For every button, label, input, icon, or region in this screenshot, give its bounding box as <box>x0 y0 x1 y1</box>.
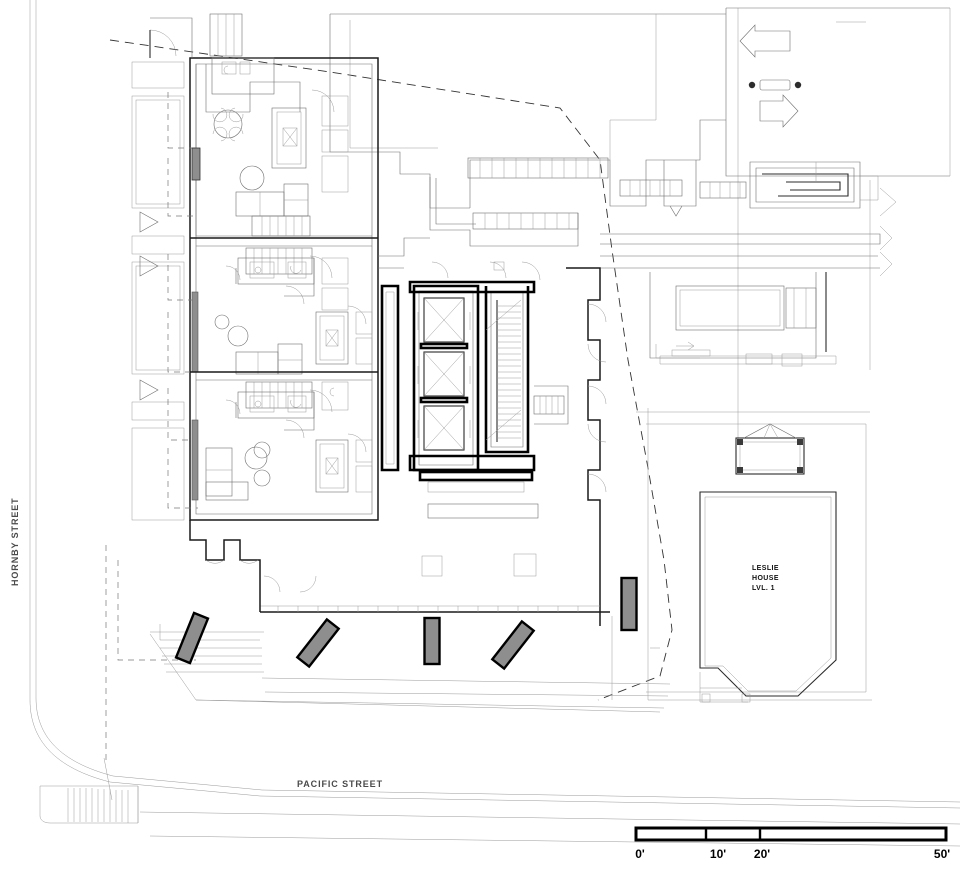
lane-divider-marker-icon <box>748 79 802 91</box>
elevator-3 <box>423 405 465 451</box>
property-line <box>105 39 673 760</box>
scale-tick-0: 0' <box>635 847 645 861</box>
curtain-wall-mullions <box>277 606 579 612</box>
scale-bar: 0' 10' 20' 50' <box>634 826 950 861</box>
east-amenity-room <box>649 180 871 370</box>
svg-text:HOUSE: HOUSE <box>752 575 779 582</box>
lane-arrow-west-icon <box>739 24 791 58</box>
leslie-house-porch <box>735 423 805 475</box>
bench-1 <box>174 611 210 665</box>
leslie-house <box>636 408 872 703</box>
bench-2 <box>295 617 341 669</box>
east-stair <box>619 160 747 217</box>
core-stair <box>484 286 530 454</box>
lane-arrow-east-icon <box>759 94 799 128</box>
residential-unit-middle <box>191 245 373 375</box>
scale-tick-50: 50' <box>934 847 950 861</box>
north-building-mass <box>329 13 726 209</box>
north-corridor-stair <box>429 157 609 247</box>
parking-ramp <box>749 161 879 209</box>
bench-4 <box>490 619 536 671</box>
pacific-street-label: PACIFIC STREET <box>297 779 383 789</box>
elevator-1 <box>419 297 469 350</box>
south-plaza <box>149 616 671 713</box>
residential-unit-lower <box>191 379 373 501</box>
east-corridor <box>596 187 897 277</box>
service-lane <box>725 7 951 440</box>
patio-outlines <box>167 92 198 509</box>
elevator-2 <box>419 351 469 404</box>
hornby-street-label: HORNBY STREET <box>10 497 20 586</box>
crosswalk <box>39 785 139 824</box>
lobby-shell <box>189 237 610 626</box>
west-terraces <box>131 61 185 521</box>
building-core <box>380 261 569 472</box>
residential-block <box>131 13 379 521</box>
scale-tick-20: 20' <box>754 847 770 861</box>
bench-3 <box>423 616 441 666</box>
residential-unit-upper <box>149 13 372 237</box>
scale-tick-10: 10' <box>710 847 726 861</box>
svg-text:LVL. 1: LVL. 1 <box>752 585 775 592</box>
bench-5 <box>620 576 638 632</box>
plaza-benches <box>174 576 638 671</box>
svg-text:LESLIE: LESLIE <box>752 565 779 572</box>
leslie-house-label: LESLIE HOUSE LVL. 1 <box>752 565 779 592</box>
site-context <box>29 0 960 847</box>
